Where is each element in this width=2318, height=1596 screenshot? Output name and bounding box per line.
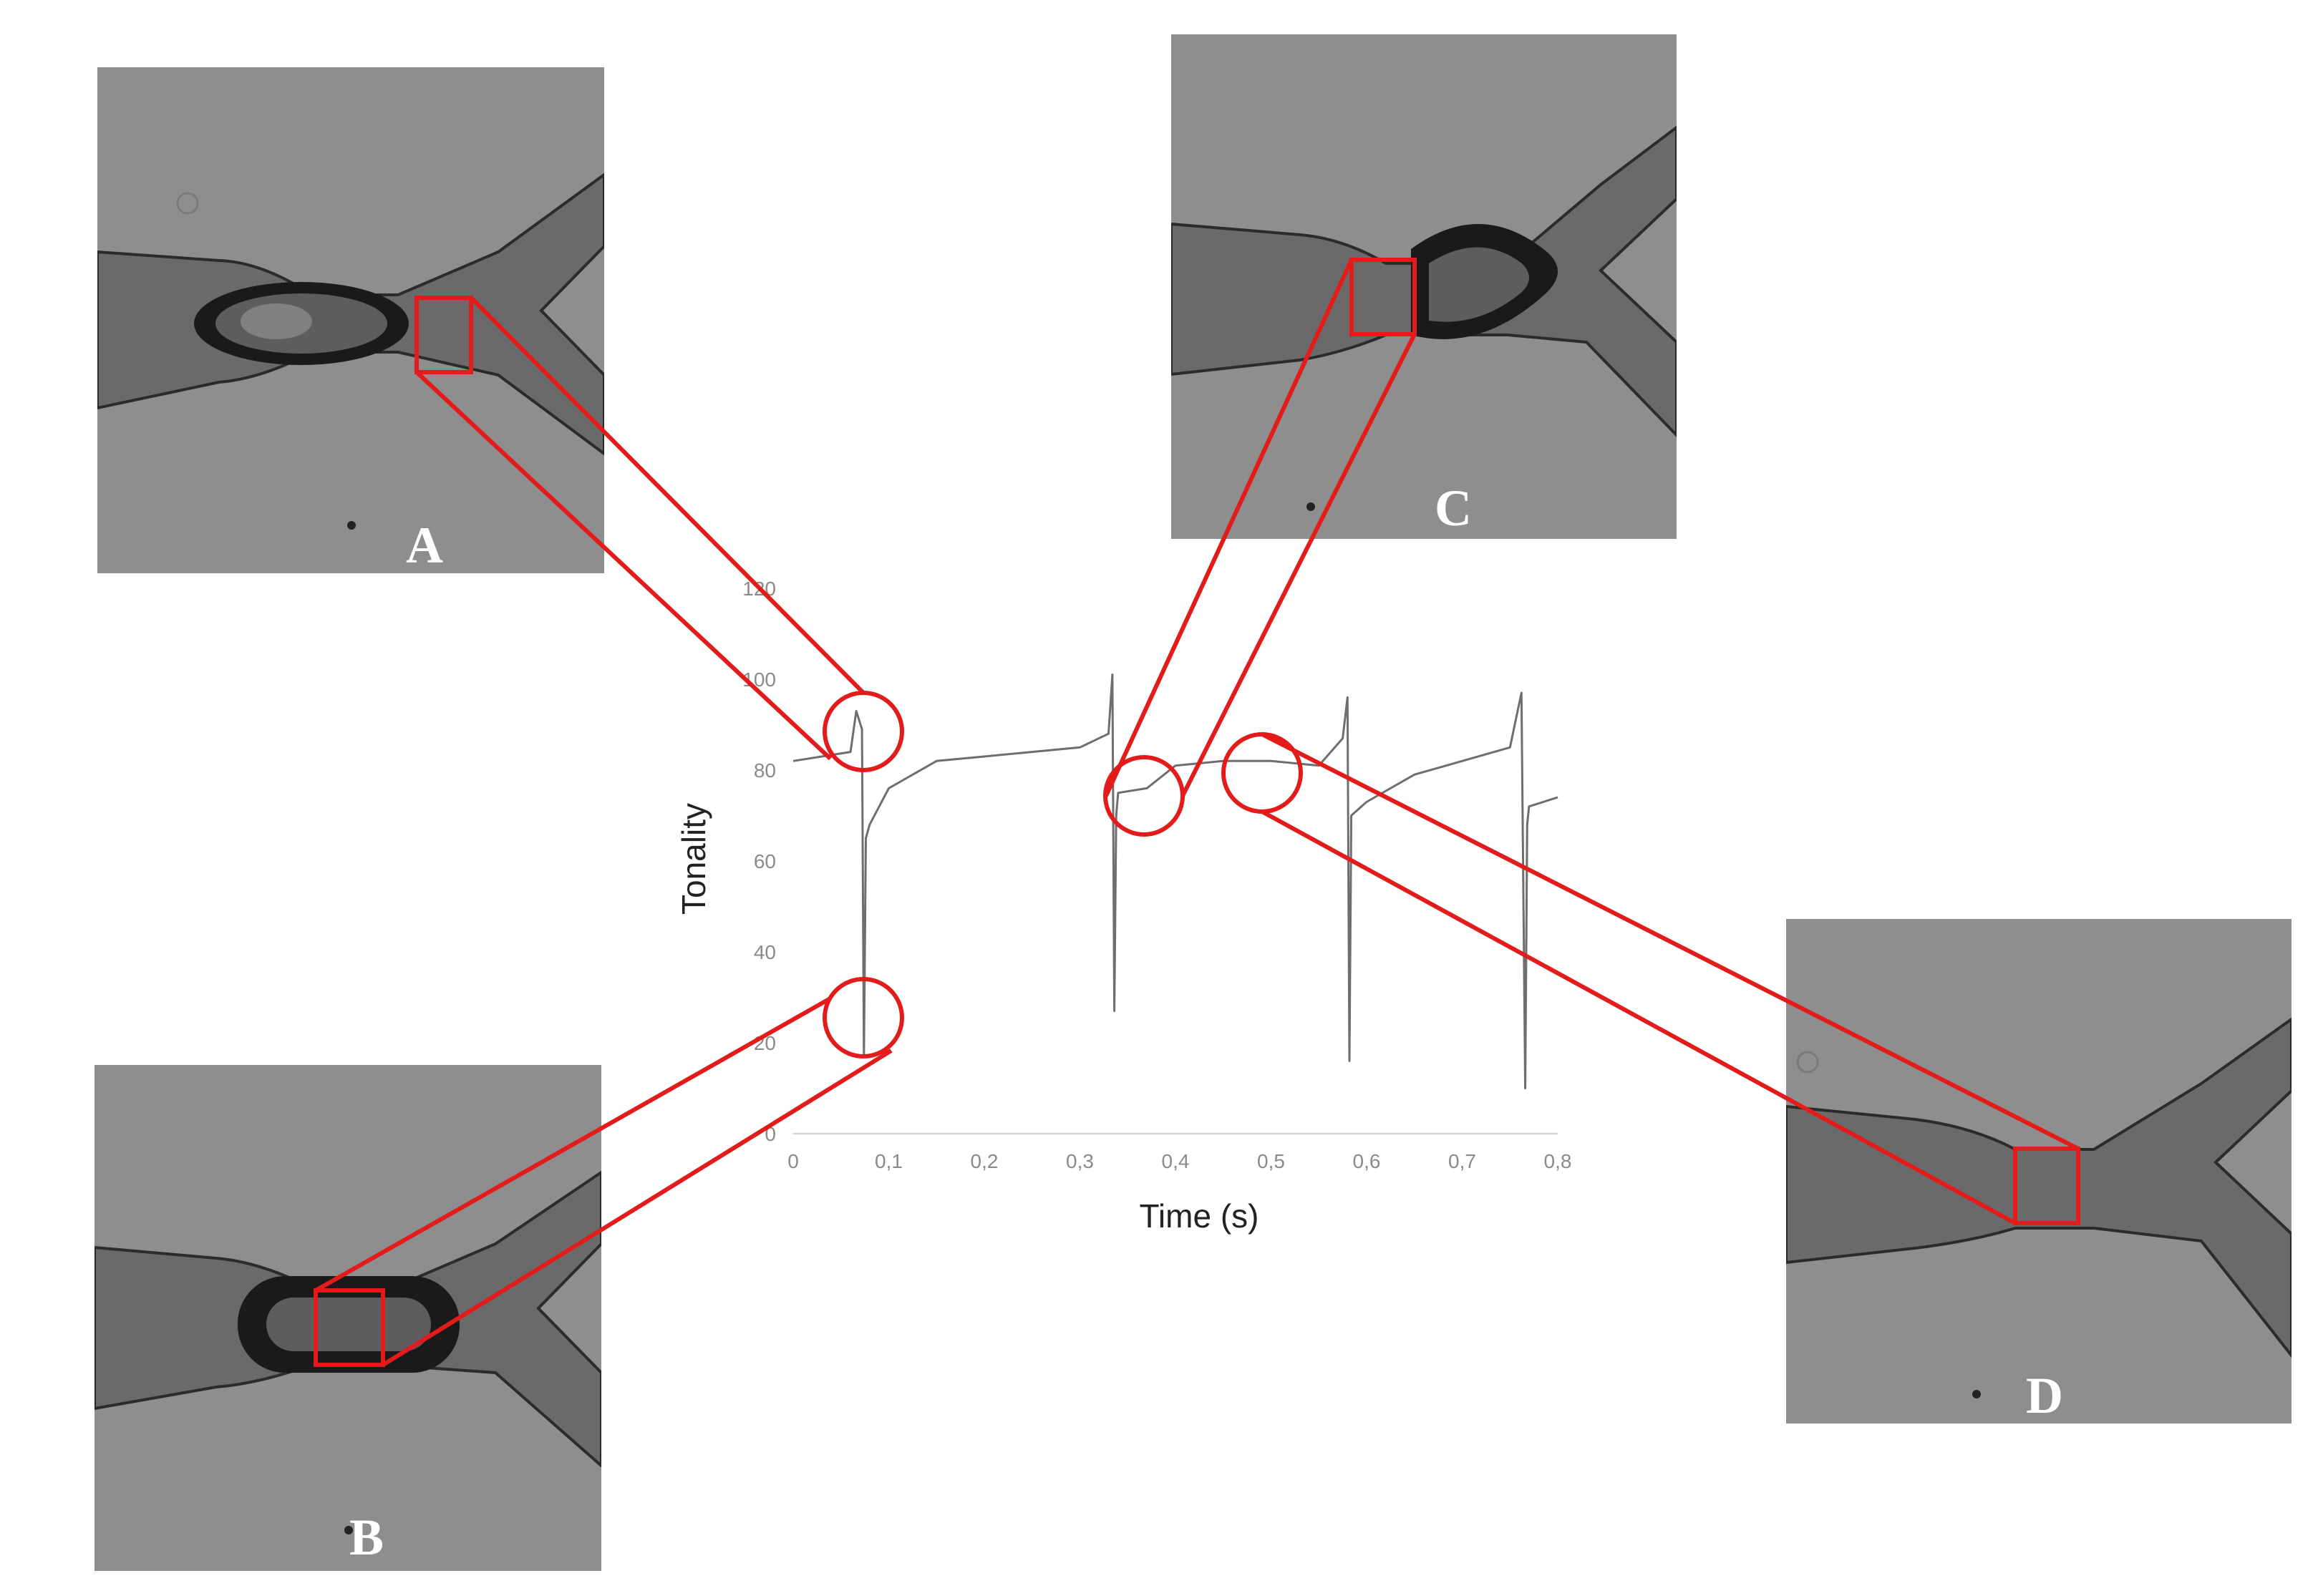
x-tick-label: 0,6	[1353, 1150, 1381, 1172]
panel-label-b: B	[349, 1509, 384, 1566]
x-tick-label: 0,5	[1257, 1150, 1285, 1172]
x-tick-label: 0,2	[971, 1150, 999, 1172]
x-tick-label: 0,4	[1162, 1150, 1190, 1172]
y-tick-label: 80	[754, 759, 776, 782]
y-tick-label: 120	[742, 578, 776, 600]
x-axis-title: Time (s)	[1140, 1197, 1259, 1235]
y-tick-label: 100	[742, 668, 776, 691]
y-tick-label: 60	[754, 850, 776, 872]
x-tick-label: 0,7	[1448, 1150, 1476, 1172]
y-tick-label: 0	[765, 1123, 776, 1145]
y-axis: 0 20 40 60 80 100 120	[742, 578, 776, 1145]
y-axis-title: Tonality	[675, 803, 712, 915]
x-tick-label: 0,8	[1544, 1150, 1572, 1172]
x-axis: 0 0,1 0,2 0,3 0,4 0,5 0,6 0,7 0,8	[787, 1150, 1571, 1172]
y-tick-label: 20	[754, 1032, 776, 1054]
x-tick-label: 0,3	[1066, 1150, 1094, 1172]
panel-label-d: D	[2026, 1367, 2063, 1424]
tonality-trace-line	[792, 673, 1558, 1089]
x-tick-label: 0	[787, 1150, 799, 1172]
x-tick-label: 0,1	[875, 1150, 903, 1172]
y-tick-label: 40	[754, 941, 776, 963]
panel-label-c: C	[1435, 480, 1472, 537]
